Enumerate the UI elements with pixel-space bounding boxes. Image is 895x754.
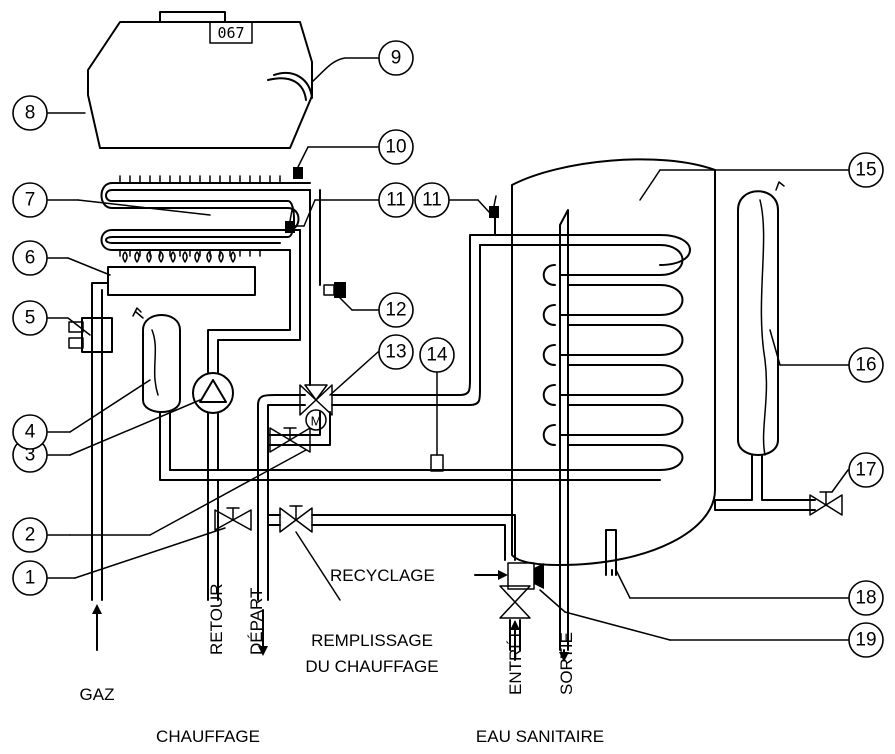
svg-text:19: 19 [855, 630, 876, 651]
label-gaz: GAZ [80, 685, 115, 704]
heat-exchanger [47, 175, 311, 257]
motor-letter: M [311, 414, 322, 429]
svg-text:15: 15 [855, 160, 876, 181]
svg-text:4: 4 [25, 422, 36, 443]
filling-valve [267, 505, 516, 601]
label-eau-sanitaire: EAU SANITAIRE [476, 727, 604, 746]
label-remplissage-1: REMPLISSAGE [311, 631, 433, 650]
svg-text:3: 3 [25, 445, 36, 466]
svg-text:7: 7 [25, 190, 36, 211]
label-retour: RETOUR [207, 584, 226, 655]
display-counter-box [209, 21, 253, 44]
callout-5: 5 [12, 300, 48, 336]
gas-line [47, 282, 113, 651]
callout-19: 19 [848, 622, 884, 658]
label-sortie: SORTIE [557, 632, 576, 695]
circulator-pump [47, 229, 301, 601]
tank-sensor [430, 371, 444, 472]
callout-6: 6 [12, 240, 48, 276]
callout-4: 4 [12, 414, 48, 450]
display-counter: 067 [217, 24, 244, 42]
coil-pipes [331, 234, 661, 406]
hot-water-outlet [559, 599, 569, 662]
hot-water-tank [479, 158, 849, 601]
label-recyclage: RECYCLAGE [330, 566, 435, 585]
label-chauffage: CHAUFFAGE [156, 727, 260, 746]
safety-valve [299, 189, 379, 386]
callout-1: 1 [12, 560, 48, 596]
svg-text:5: 5 [25, 308, 36, 329]
callout-10: 10 [378, 129, 414, 165]
callout-13: 13 [378, 334, 414, 370]
callout-9: 9 [378, 40, 414, 76]
svg-text:1: 1 [25, 568, 36, 589]
svg-text:14: 14 [426, 345, 448, 366]
svg-text:10: 10 [385, 137, 406, 158]
svg-text:12: 12 [385, 300, 406, 321]
svg-text:9: 9 [391, 48, 402, 69]
drain-tube [605, 529, 849, 599]
boiler-casing: 067 [47, 11, 379, 149]
svg-text:8: 8 [25, 103, 36, 124]
callout-14: 14 [419, 337, 455, 373]
temperature-sensor-tank [449, 195, 499, 236]
svg-text:18: 18 [855, 588, 876, 609]
label-entree: ENTRÉE [506, 626, 525, 695]
svg-text:2: 2 [25, 525, 36, 546]
callout-11b: 11 [414, 182, 450, 218]
valve-1 [47, 507, 252, 579]
callout-18: 18 [848, 580, 884, 616]
svg-text:6: 6 [25, 248, 36, 269]
callout-2: 2 [12, 517, 48, 553]
svg-text:11: 11 [386, 190, 406, 211]
callout-17: 17 [848, 452, 884, 488]
callout-7: 7 [12, 182, 48, 218]
callout-15: 15 [848, 152, 884, 188]
label-remplissage-2: DU CHAUFFAGE [305, 657, 438, 676]
callout-8: 8 [12, 95, 48, 131]
callout-12: 12 [378, 292, 414, 328]
air-vent-top [293, 146, 379, 179]
expansion-vessel-dhw [714, 181, 849, 511]
svg-text:16: 16 [855, 355, 876, 376]
svg-text:13: 13 [385, 342, 406, 363]
valve-2 [47, 427, 311, 536]
mixing-valve [474, 562, 849, 661]
callout-markers: 1 2 3 4 5 6 7 8 9 10 11 11 12 13 14 15 1… [12, 40, 884, 658]
callout-16: 16 [848, 347, 884, 383]
three-way-valve: M [299, 351, 379, 431]
heating-pipes [169, 394, 501, 656]
labels: GAZ RETOUR DÉPART CHAUFFAGE REMPLISSAGE … [80, 566, 605, 746]
svg-text:11: 11 [422, 190, 442, 211]
drain-valve [809, 469, 849, 516]
burner [47, 251, 256, 296]
expansion-vessel-heating [47, 307, 501, 481]
label-depart: DÉPART [247, 588, 266, 655]
svg-text:17: 17 [855, 460, 876, 481]
callout-11a: 11 [378, 182, 414, 218]
